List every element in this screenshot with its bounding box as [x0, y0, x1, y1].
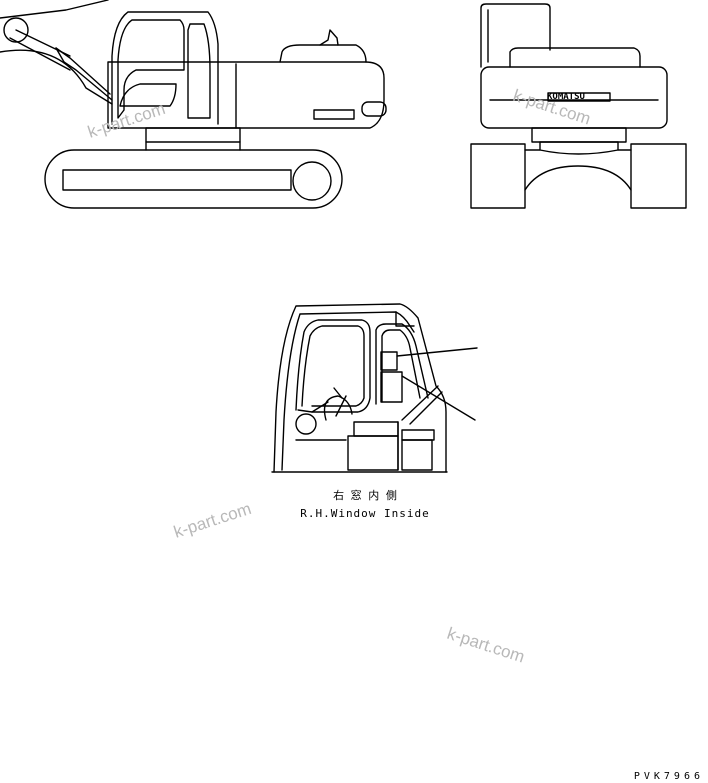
leader-line-lower	[401, 375, 476, 421]
caption-english: R.H.Window Inside	[300, 507, 430, 520]
label-plate-upper	[380, 351, 398, 371]
caption-japanese: 右 窓 内 側	[333, 488, 397, 502]
leader-line-upper	[396, 347, 478, 357]
excavator-rear-view	[470, 3, 687, 209]
cab-detail-view	[271, 303, 478, 473]
label-plate-lower	[380, 371, 403, 403]
watermark: k-part.com	[171, 499, 253, 542]
brand-mark: KOMATSU	[547, 92, 585, 102]
excavator-side-view	[0, 0, 387, 209]
watermark: k-part.com	[445, 624, 527, 667]
drawing-code: PVK7966	[634, 771, 704, 782]
